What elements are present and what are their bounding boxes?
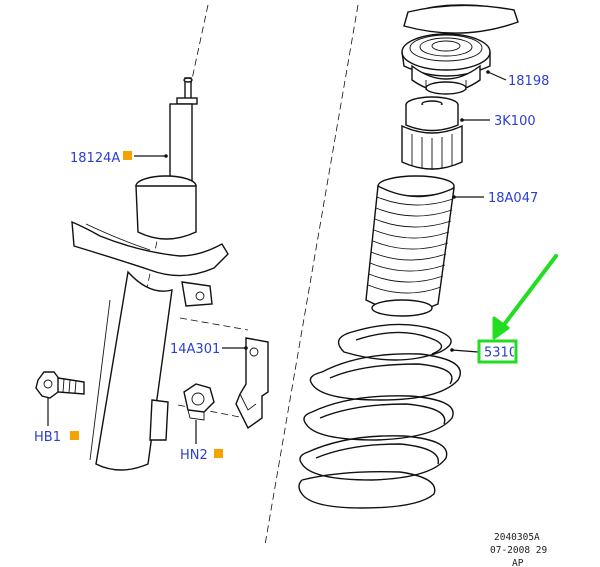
spring-callout-highlight <box>477 339 518 364</box>
drawing-id: 2040305A <box>494 532 540 543</box>
top-mount-drawing <box>401 4 519 95</box>
orange-marker-strut <box>123 151 132 160</box>
nut-drawing <box>183 383 215 421</box>
spring-callout-clip: 5310 <box>484 346 517 361</box>
callout-bump-stop[interactable]: 3K100 <box>494 114 536 129</box>
callout-dust-boot[interactable]: 18A047 <box>488 191 538 206</box>
orange-marker-bolt <box>70 431 79 440</box>
callout-nut[interactable]: HN2 <box>180 448 208 463</box>
drawing-suffix: AP <box>512 558 524 567</box>
callout-strut[interactable]: 18124A <box>70 151 120 166</box>
drawing-date: 07-2008 29 <box>490 545 547 556</box>
bump-stop-drawing <box>401 96 463 170</box>
green-pointer-arrow <box>492 254 558 340</box>
bolt-drawing <box>35 371 85 399</box>
callout-spring[interactable]: 5310 <box>484 346 517 361</box>
orange-marker-nut <box>214 449 223 458</box>
leader-lines <box>47 70 507 444</box>
bracket-drawing <box>235 337 269 430</box>
callout-bolt[interactable]: HB1 <box>34 430 61 445</box>
callout-top-mount[interactable]: 18198 <box>508 74 549 89</box>
coil-spring-drawing <box>298 323 461 509</box>
strut-body-drawing <box>71 77 229 471</box>
callout-bracket[interactable]: 14A301 <box>170 342 220 357</box>
dust-boot-drawing <box>365 175 455 317</box>
